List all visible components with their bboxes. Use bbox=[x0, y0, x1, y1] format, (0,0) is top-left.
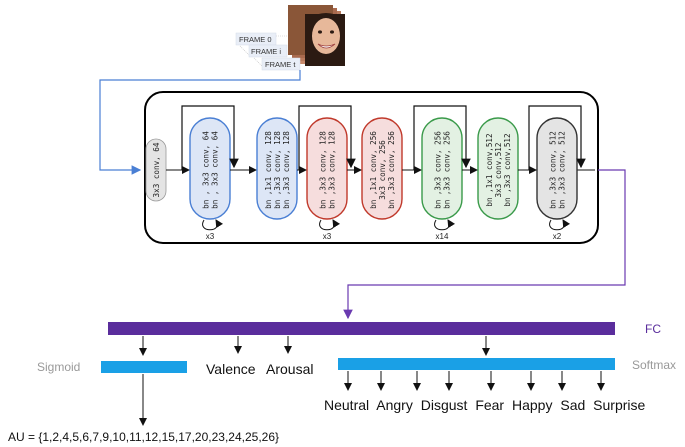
block-3-repeat-loop bbox=[319, 219, 341, 231]
emotion-arrows bbox=[344, 371, 605, 391]
emotion-fear: Fear bbox=[475, 397, 504, 413]
block-3-repeat-label: x3 bbox=[323, 232, 332, 241]
block-4-line-2: 3x3 conv, 256 bbox=[378, 140, 387, 200]
block-1-line-1: bn , 3x3 conv, 64 bbox=[202, 131, 211, 209]
emotion-happy: Happy bbox=[512, 397, 552, 413]
block-1-skip-connection bbox=[181, 105, 239, 170]
network-container bbox=[144, 91, 599, 244]
arousal-label: Arousal bbox=[266, 361, 313, 377]
block-5-line-1: bn ,3x3 conv, 256 bbox=[434, 131, 443, 209]
frame-label-i: FRAME i bbox=[251, 47, 281, 56]
frame-label-0: FRAME 0 bbox=[239, 35, 272, 44]
sigmoid-label: Sigmoid bbox=[37, 360, 80, 374]
face-frames-image bbox=[288, 5, 345, 66]
fc-bar bbox=[108, 322, 615, 335]
block-3-line-1: bn ,3x3 conv, 128 bbox=[319, 131, 328, 209]
softmax-label: Softmax bbox=[632, 358, 676, 372]
au-label: AU = {1,2,4,5,6,7,9,10,11,12,15,17,20,23… bbox=[8, 430, 279, 444]
block-2-line-2: bn ,3x3 conv, 128 bbox=[273, 131, 282, 209]
fc-label: FC bbox=[645, 322, 661, 336]
block-3 bbox=[306, 117, 348, 220]
block-3-skip-connection bbox=[298, 105, 356, 170]
block-2-line-3: bn ,3x3 conv, 128 bbox=[282, 131, 291, 209]
block-4-line-1: bn ,1x1 conv, 256 bbox=[369, 131, 378, 209]
stem-block-label: 3x3 conv, 64 bbox=[152, 142, 161, 197]
emotion-disgust: Disgust bbox=[421, 397, 468, 413]
block-7-line-1: bn ,3x3 conv, 512 bbox=[549, 131, 558, 209]
block-6-line-1: bn ,1x1 conv,512 bbox=[485, 133, 494, 206]
block-5-repeat-loop bbox=[434, 219, 456, 231]
block-6-line-3: bn ,3x3 conv,512 bbox=[503, 133, 512, 206]
block-7 bbox=[536, 117, 578, 220]
frame-stack: FRAME 0 FRAME i FRAME t bbox=[235, 32, 301, 71]
block-7-repeat-loop bbox=[549, 219, 571, 231]
input-connector bbox=[99, 70, 301, 175]
emotion-surprise: Surprise bbox=[593, 397, 645, 413]
emotion-sad: Sad bbox=[560, 397, 585, 413]
block-7-repeat-label: x2 bbox=[553, 232, 562, 241]
valence-label: Valence bbox=[206, 361, 256, 377]
block-4 bbox=[361, 117, 403, 220]
block-5-line-2: bn ,3x3 conv, 256 bbox=[443, 131, 452, 209]
block-7-skip-connection bbox=[528, 105, 586, 170]
frame-label-t: FRAME t bbox=[265, 60, 296, 69]
block-2-line-1: bn ,1x1 conv, 128 bbox=[264, 131, 273, 209]
block-1-line-2: bn , 3x3 conv, 64 bbox=[211, 131, 220, 209]
block-4-line-3: bn ,3x3 conv, 256 bbox=[387, 131, 396, 209]
input-frames: FRAME 0 FRAME i FRAME t bbox=[235, 5, 345, 71]
emotion-angry: Angry bbox=[376, 397, 413, 413]
block-2 bbox=[256, 117, 298, 220]
block-5-repeat-label: x14 bbox=[436, 232, 449, 241]
block-7-line-2: bn ,3x3 conv, 512 bbox=[558, 131, 567, 209]
block-5-skip-connection bbox=[413, 105, 471, 170]
emotion-labels: Neutral Angry Disgust Fear Happy Sad Sur… bbox=[324, 397, 646, 413]
block-1-repeat-label: x3 bbox=[206, 232, 215, 241]
sigmoid-bar bbox=[101, 361, 187, 373]
emotion-neutral: Neutral bbox=[324, 397, 369, 413]
block-6-line-2: 3x3 conv,512 bbox=[494, 143, 503, 198]
block-1-repeat-loop bbox=[202, 219, 224, 231]
block-3-line-2: bn ,3x3 conv, 128 bbox=[328, 131, 337, 209]
block-1 bbox=[189, 117, 231, 220]
block-6 bbox=[477, 117, 519, 220]
output-connector bbox=[343, 169, 626, 320]
block-5 bbox=[421, 117, 463, 220]
softmax-bar bbox=[338, 358, 615, 370]
